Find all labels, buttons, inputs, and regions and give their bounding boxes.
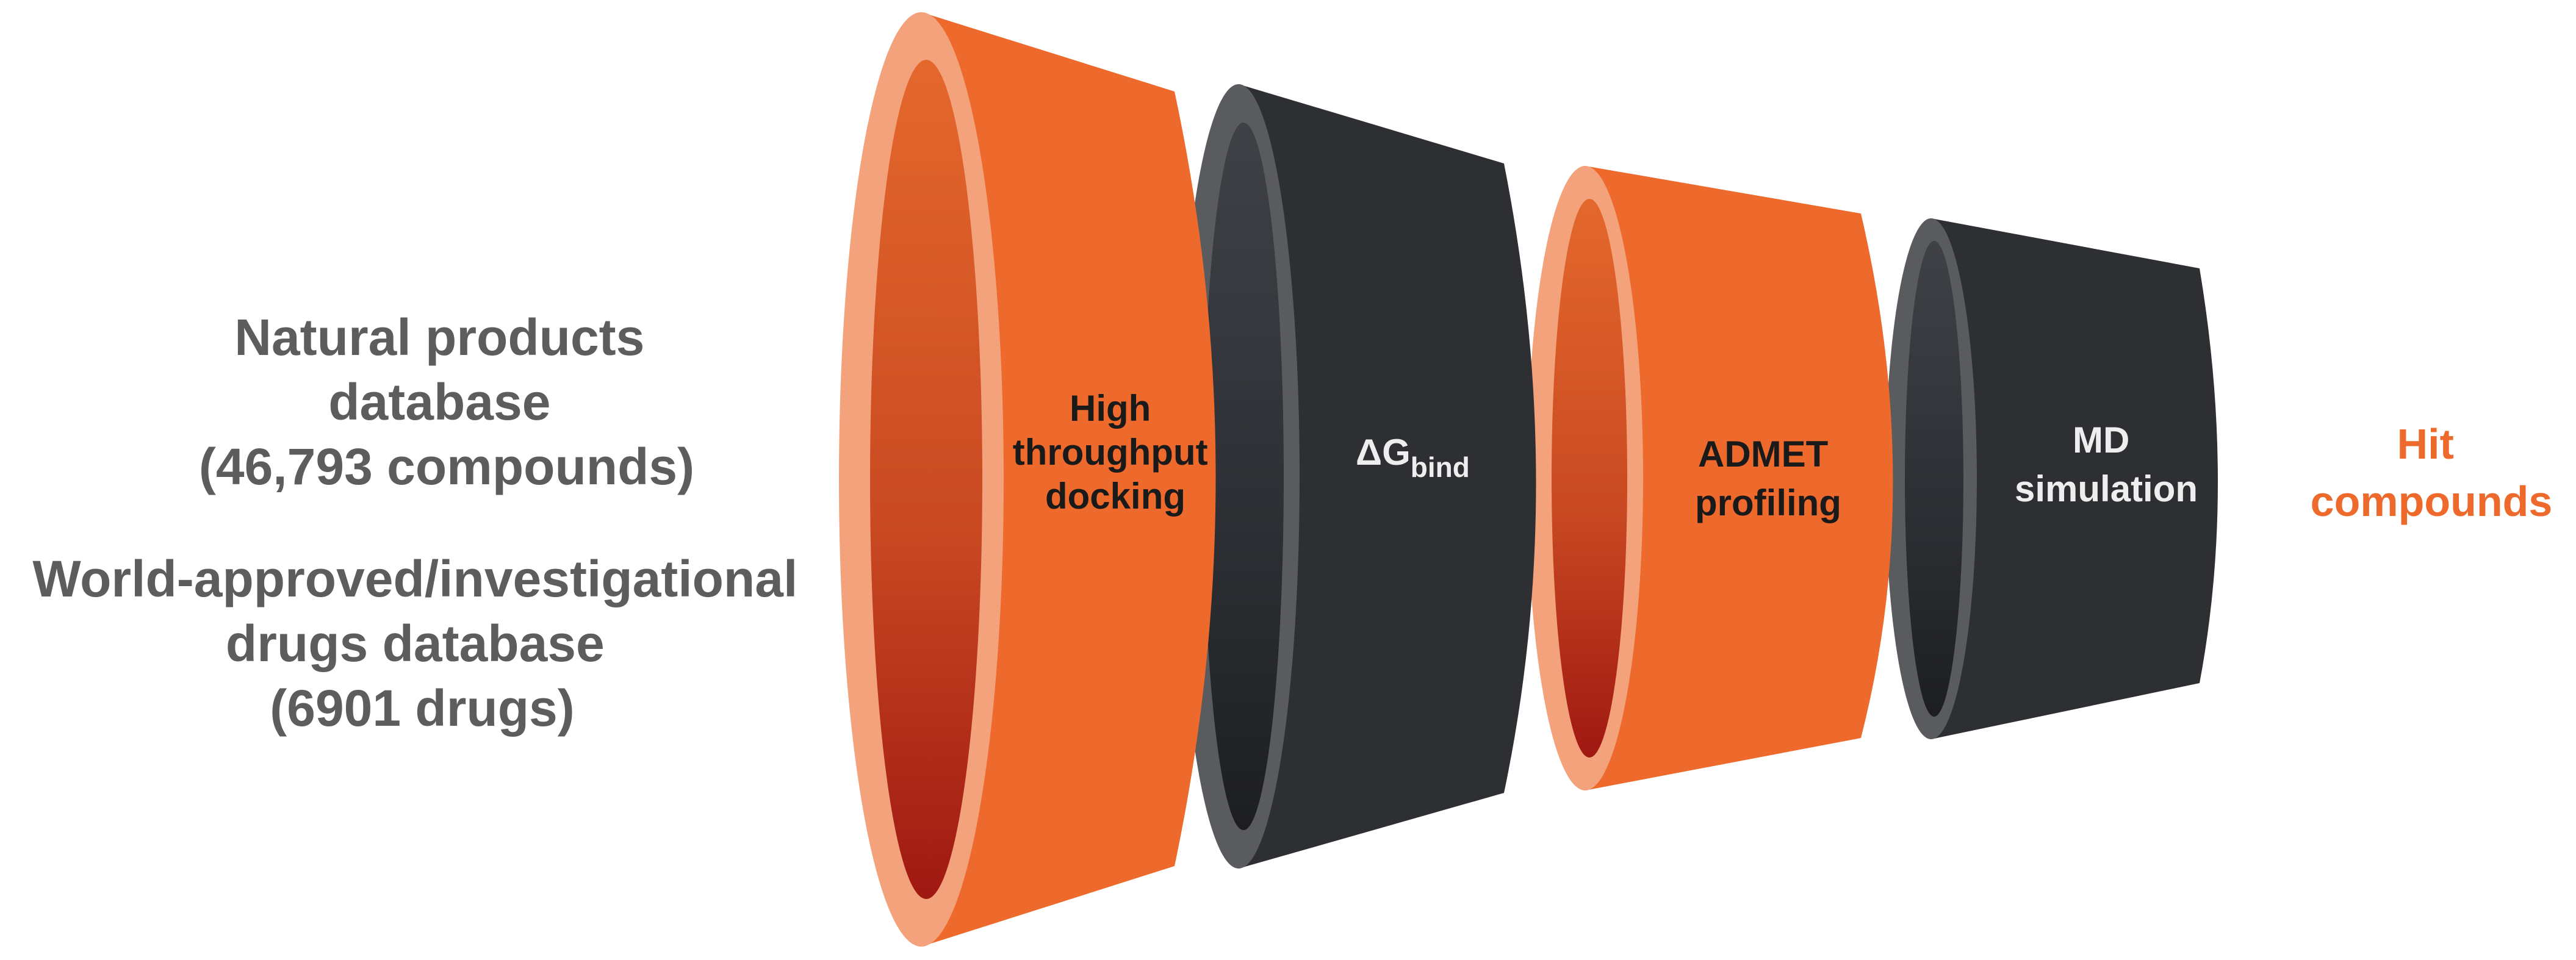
stage-dg-bind-label: ΔGbind [1356,432,1470,483]
stage-md-simulation-label: MD simulation [2015,420,2198,509]
source-natural-products-label: Natural products database (46,793 compou… [199,309,694,495]
output-hit-compounds-label: Hit compounds [2311,420,2553,525]
source-approved-drugs-label: World-approved/investigational drugs dat… [32,550,811,737]
stage-admet-cylinder [1527,166,1893,790]
stage-docking-cylinder [839,12,1216,947]
stage-docking-label: High throughput docking [1013,388,1218,517]
stage-admet-label: ADMET profiling [1695,434,1841,523]
stage-md-simulation-cylinder [1885,218,2218,739]
stage-dg-bind-cylinder [1178,84,1536,869]
